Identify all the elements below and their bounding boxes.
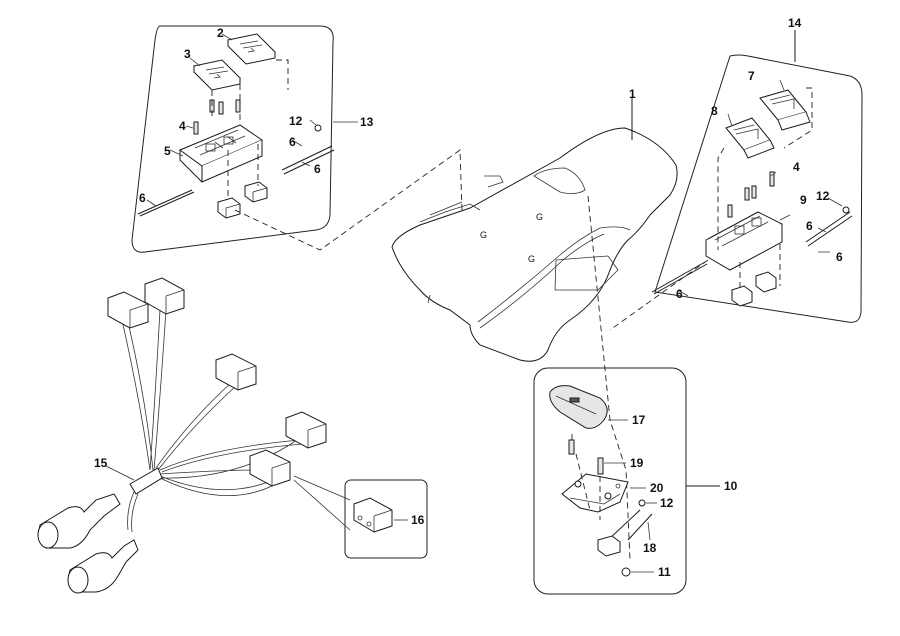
micro-switch <box>244 181 268 203</box>
screw-icon <box>744 187 750 201</box>
screw-icon <box>218 101 224 115</box>
callout-7: 7 <box>748 69 755 83</box>
callout-4: 4 <box>793 160 800 174</box>
callout-12: 12 <box>816 189 830 203</box>
callout-14: 14 <box>788 16 802 30</box>
micro-switch <box>755 271 777 293</box>
callout-18: 18 <box>643 541 657 555</box>
callout-1: 1 <box>629 87 636 101</box>
micro-switch <box>107 291 149 329</box>
plug-connector <box>37 493 121 549</box>
callout-20: 20 <box>650 481 664 495</box>
callout-5: 5 <box>164 144 171 158</box>
pin-rod-6 <box>281 145 333 171</box>
switch-knob-17 <box>549 385 608 429</box>
svg-text:G: G <box>528 254 535 264</box>
screw-icon <box>727 204 733 218</box>
switch-cover-2 <box>226 33 277 65</box>
callout-16: 16 <box>411 513 425 527</box>
callout-8: 8 <box>711 104 718 118</box>
pin-rod-6 <box>805 211 851 243</box>
callout-6: 6 <box>836 250 843 264</box>
callout-12: 12 <box>660 496 674 510</box>
switch-cover-3 <box>192 59 242 91</box>
screw-4-icon <box>769 171 775 187</box>
micro-switch <box>217 197 241 219</box>
mounting-plate-20 <box>561 473 629 513</box>
pin-rod-18 <box>607 509 641 541</box>
switch-cover-8 <box>725 117 775 159</box>
callout-15: 15 <box>94 456 108 470</box>
callout-13: 13 <box>360 115 374 129</box>
callout-19: 19 <box>630 456 644 470</box>
micro-switch <box>144 277 185 315</box>
seat-shell-1: G G G <box>391 98 678 561</box>
callout-4: 4 <box>179 119 186 133</box>
group-13-outline <box>131 25 334 253</box>
switch-housing-5 <box>178 124 264 183</box>
pin-rod-6 <box>651 261 706 293</box>
screw-4-icon <box>193 121 199 135</box>
callout-3: 3 <box>184 47 191 61</box>
micro-switch <box>249 449 291 487</box>
nut-12-icon <box>314 124 322 132</box>
nut-12-icon <box>638 499 646 507</box>
group-10-assembly <box>533 367 720 595</box>
group-14-assembly <box>609 30 863 331</box>
plug-connector <box>67 539 139 594</box>
callout-6: 6 <box>314 162 321 176</box>
wiring-harness-15 <box>37 277 351 594</box>
switch-housing-9 <box>704 211 784 271</box>
micro-switch <box>215 353 257 391</box>
callout-9: 9 <box>800 193 807 207</box>
group-16-assembly <box>344 479 428 559</box>
callout-17: 17 <box>632 413 646 427</box>
pin-rod-6 <box>137 189 193 215</box>
callout-10: 10 <box>724 479 738 493</box>
nut-12-icon <box>842 206 850 214</box>
callout-2: 2 <box>217 26 224 40</box>
group-16-outline <box>344 479 428 559</box>
callout-11: 11 <box>658 565 671 579</box>
callout-6: 6 <box>139 191 146 205</box>
callout-12: 12 <box>289 114 303 128</box>
spring-icon <box>568 439 575 455</box>
group-13-assembly <box>131 25 463 253</box>
switch-cover-7 <box>759 89 811 131</box>
callout-6: 6 <box>806 219 813 233</box>
callout-6: 6 <box>676 287 683 301</box>
screw-icon <box>751 185 757 199</box>
screw-icon <box>235 99 241 113</box>
svg-text:G: G <box>480 230 487 240</box>
screw-19-icon <box>597 457 604 475</box>
micro-switch <box>597 535 621 557</box>
svg-text:G: G <box>536 212 543 222</box>
group-14-outline <box>654 54 863 323</box>
callout-labels: 2 3 4 5 6 6 6 12 13 1 14 7 8 4 9 12 6 6 … <box>94 16 843 579</box>
micro-switch <box>731 285 753 307</box>
nut-11-icon <box>621 567 631 577</box>
callout-6: 6 <box>289 135 296 149</box>
micro-switch <box>285 411 327 449</box>
micro-switch-16 <box>353 497 393 533</box>
group-10-outline <box>533 367 687 595</box>
